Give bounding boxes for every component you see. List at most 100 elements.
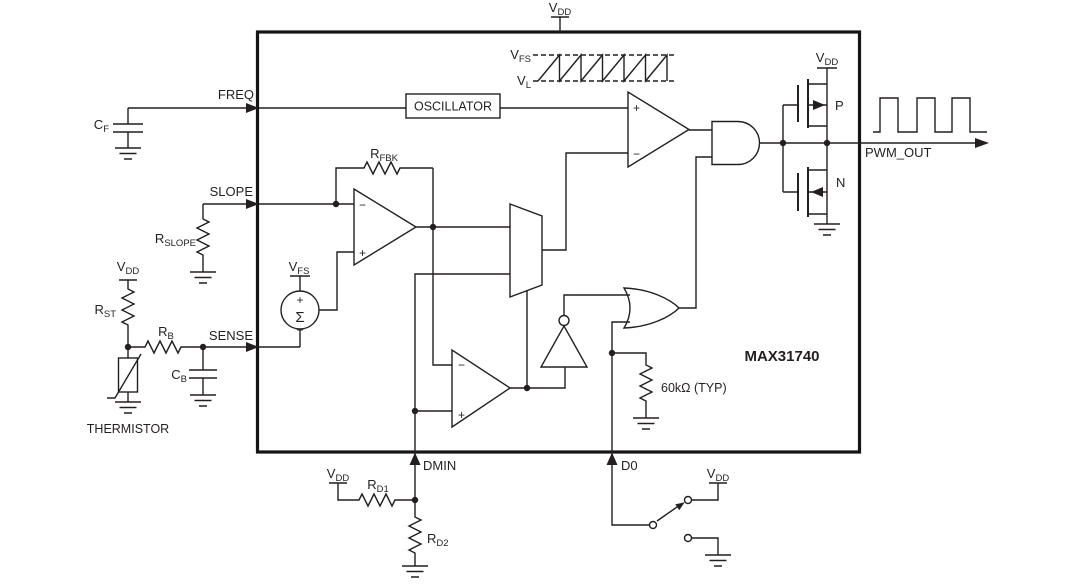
sigma-sign: Σ xyxy=(295,309,304,326)
sawtooth-waveform: VFS VL xyxy=(510,47,676,91)
dmin-pin-network: DMIN VDD RD1 RD2 xyxy=(327,452,456,578)
d0-pin-label: D0 xyxy=(621,458,638,473)
cf-label: CF xyxy=(94,117,109,135)
vl-level-label: VL xyxy=(517,73,531,91)
vdd-top-wire xyxy=(551,16,569,32)
ground-symbol xyxy=(114,147,142,160)
thermistor-label: THERMISTOR xyxy=(87,422,169,436)
minus-sign: − xyxy=(296,323,303,337)
inverter-triangle xyxy=(539,324,589,368)
dmin-wires xyxy=(414,273,510,452)
sawtooth-trace xyxy=(537,53,668,83)
oscillator-box xyxy=(405,93,501,119)
gate-wires xyxy=(782,104,798,193)
switch-lower-contact xyxy=(683,533,693,543)
pwm-comparator: + − xyxy=(542,90,712,251)
pwm-out-output: PWM_OUT xyxy=(865,97,989,160)
rst-label: RST xyxy=(94,302,116,320)
cf-capacitor-shape xyxy=(113,108,143,148)
rd1-resistor: RD1 xyxy=(356,477,415,507)
pmos-label: P xyxy=(835,98,844,113)
d0-wires xyxy=(611,321,647,452)
d0-internal: 60kΩ (TYP) xyxy=(608,321,727,452)
freq-pin-network: FREQ CF xyxy=(94,87,406,160)
switch-vdd-wire xyxy=(691,482,727,501)
freq-pin-label: FREQ xyxy=(218,87,254,102)
mux-shape xyxy=(509,202,543,299)
output-stage: P VDD N xyxy=(759,50,975,236)
ground-symbol xyxy=(189,271,217,284)
sense-pin-arrow xyxy=(246,342,259,352)
resistor-zigzag xyxy=(639,362,653,404)
pullup-60k-resistor: 60kΩ (TYP) xyxy=(632,362,727,430)
freq-pin-arrow xyxy=(246,103,259,113)
opamp-triangle xyxy=(353,187,418,267)
vfs-level-label: VFS xyxy=(510,47,531,65)
square-wave-glyph xyxy=(873,97,987,133)
ground-symbol xyxy=(114,401,142,414)
dmin-pin-label: DMIN xyxy=(423,458,456,473)
minus-input-sign: − xyxy=(458,358,465,372)
vdd-label: VDD xyxy=(707,466,730,484)
nmos-label: N xyxy=(836,175,845,190)
pwm-out-label: PWM_OUT xyxy=(865,145,932,160)
duty-mux xyxy=(509,202,543,388)
resistor-zigzag xyxy=(356,493,398,507)
and-gate xyxy=(711,120,761,166)
sense-pin-label: SENSE xyxy=(209,328,253,343)
junction-dot xyxy=(411,407,419,415)
plus-input-sign: + xyxy=(359,246,366,260)
nmos-transistor: N xyxy=(797,143,845,236)
or-gate-shape xyxy=(622,287,680,329)
ground-symbol xyxy=(632,417,660,430)
slope-pin-label: SLOPE xyxy=(210,184,254,199)
resistor-zigzag xyxy=(142,340,184,354)
switch-arm-arrow xyxy=(675,502,685,511)
ground-symbol xyxy=(401,565,429,578)
chip-name: MAX31740 xyxy=(744,348,819,365)
pwm-out-arrow xyxy=(975,138,989,148)
comparator-output-wire xyxy=(510,367,566,389)
vdd-rd1-wire xyxy=(329,482,357,501)
vdd-left-wire xyxy=(119,279,137,287)
rfbk-wires xyxy=(335,167,434,227)
switch-common-contact xyxy=(648,520,658,530)
or-output-wire xyxy=(678,156,712,309)
junction-dot xyxy=(199,343,207,351)
summing-source-wires xyxy=(290,251,354,347)
waveform-dashed-limits xyxy=(533,54,676,82)
resistor-zigzag xyxy=(408,514,422,556)
pmos-arrow xyxy=(813,100,825,110)
plus-sign: + xyxy=(296,293,303,307)
switch-upper-contact xyxy=(683,495,693,505)
slope-pin-arrow xyxy=(246,199,259,209)
vdd-supply-rd1: VDD xyxy=(327,466,357,501)
rfbk-label: RFBK xyxy=(370,146,399,164)
vfs-source-label: VFS xyxy=(289,259,310,277)
rd2-label: RD2 xyxy=(427,531,449,549)
comparator-triangle xyxy=(627,90,691,169)
nmos-arrow xyxy=(811,187,823,197)
vdd-label: VDD xyxy=(816,50,839,68)
cb-label: CB xyxy=(171,367,187,385)
vdd-supply-top: VDD xyxy=(549,0,572,32)
ground-symbol xyxy=(813,223,841,236)
thermistor-body xyxy=(117,357,139,393)
ground-symbol xyxy=(189,394,217,407)
junction-dot xyxy=(523,384,531,392)
junction-dot xyxy=(608,349,616,357)
vdd-label: VDD xyxy=(549,0,572,18)
resistor-zigzag xyxy=(196,216,210,258)
error-amplifier: − + xyxy=(332,187,510,267)
vfs-summing-source: VFS + Σ − xyxy=(280,251,354,347)
nmos-terminals xyxy=(808,143,828,224)
switch-gnd-wire xyxy=(691,537,719,555)
inverter-output-wire xyxy=(563,294,630,316)
d0-external-wire xyxy=(611,452,649,526)
cb-capacitor-shape xyxy=(189,347,217,395)
plus-input-sign: + xyxy=(458,408,465,422)
minus-input-sign: − xyxy=(359,198,366,212)
thermistor: THERMISTOR xyxy=(87,347,169,436)
